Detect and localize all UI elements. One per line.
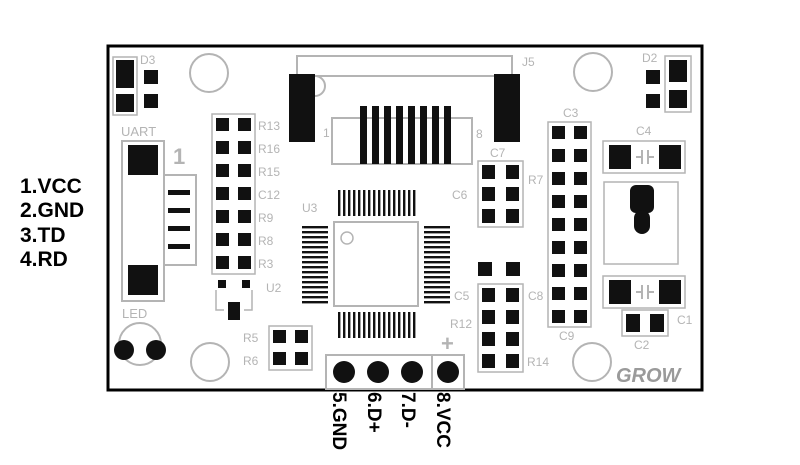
u3-chip bbox=[302, 190, 450, 338]
c5-r12-r14-block bbox=[482, 288, 519, 368]
led-component bbox=[114, 322, 166, 366]
label-u2: U2 bbox=[266, 281, 282, 295]
label-d2: D2 bbox=[642, 51, 658, 65]
label-r3: R3 bbox=[258, 257, 274, 271]
label-c8: C8 bbox=[528, 289, 544, 303]
c7-c6-block bbox=[482, 165, 519, 223]
label-c1: C1 bbox=[677, 313, 693, 327]
label-r13: R13 bbox=[258, 119, 280, 133]
c1-component bbox=[602, 275, 686, 309]
label-r9: R9 bbox=[258, 211, 274, 225]
board-outline bbox=[106, 44, 704, 392]
label-c6: C6 bbox=[452, 188, 468, 202]
label-plus: + bbox=[441, 331, 454, 356]
label-uart: UART bbox=[121, 124, 156, 139]
label-c12: C12 bbox=[258, 188, 280, 202]
label-c9: C9 bbox=[559, 329, 575, 343]
label-c5: C5 bbox=[454, 289, 470, 303]
crystal-component bbox=[478, 262, 520, 276]
label-pin-8: 8 bbox=[476, 127, 483, 141]
j5-connector bbox=[289, 55, 520, 165]
label-r12: R12 bbox=[450, 317, 472, 331]
label-d3: D3 bbox=[140, 53, 156, 67]
pin-label-vcc: 1.VCC bbox=[20, 175, 82, 198]
regulator-component bbox=[603, 181, 679, 265]
label-uart-1: 1 bbox=[173, 144, 185, 169]
label-u3: U3 bbox=[302, 201, 318, 215]
label-r5: R5 bbox=[243, 331, 259, 345]
label-c4: C4 bbox=[636, 124, 652, 138]
pin-label-dminus: 7.D- bbox=[397, 392, 418, 428]
grow-logo: GROW bbox=[616, 365, 683, 387]
label-r7: R7 bbox=[528, 173, 544, 187]
label-r16: R16 bbox=[258, 142, 280, 156]
label-c3: C3 bbox=[563, 106, 579, 120]
label-j5: J5 bbox=[522, 55, 535, 69]
u2-component bbox=[215, 280, 253, 320]
c2-component bbox=[621, 309, 669, 337]
label-pin-1: 1 bbox=[323, 126, 330, 140]
label-c7: C7 bbox=[490, 146, 506, 160]
pin-label-dplus: 6.D+ bbox=[363, 392, 384, 433]
bottom-connector bbox=[325, 354, 465, 390]
pin-label-vcc-bottom: 8.VCC bbox=[432, 392, 453, 448]
label-r14: R14 bbox=[527, 355, 549, 369]
pin-label-td: 3.TD bbox=[20, 224, 66, 247]
left-resistor-array bbox=[216, 118, 251, 269]
uart-connector bbox=[121, 140, 197, 302]
label-r8: R8 bbox=[258, 234, 274, 248]
pin-label-rd: 4.RD bbox=[20, 248, 68, 271]
label-r15: R15 bbox=[258, 165, 280, 179]
c4-component bbox=[602, 140, 686, 174]
d3-component bbox=[112, 56, 158, 116]
label-r6: R6 bbox=[243, 354, 259, 368]
label-c2: C2 bbox=[634, 338, 650, 352]
pin-label-gnd-bottom: 5.GND bbox=[328, 392, 349, 450]
r5-r6-component bbox=[273, 330, 308, 365]
mounting-holes bbox=[189, 52, 613, 382]
d2-component bbox=[646, 55, 692, 113]
right-component-array bbox=[552, 126, 587, 323]
pin-label-gnd: 2.GND bbox=[20, 199, 85, 222]
label-led: LED bbox=[122, 306, 147, 321]
